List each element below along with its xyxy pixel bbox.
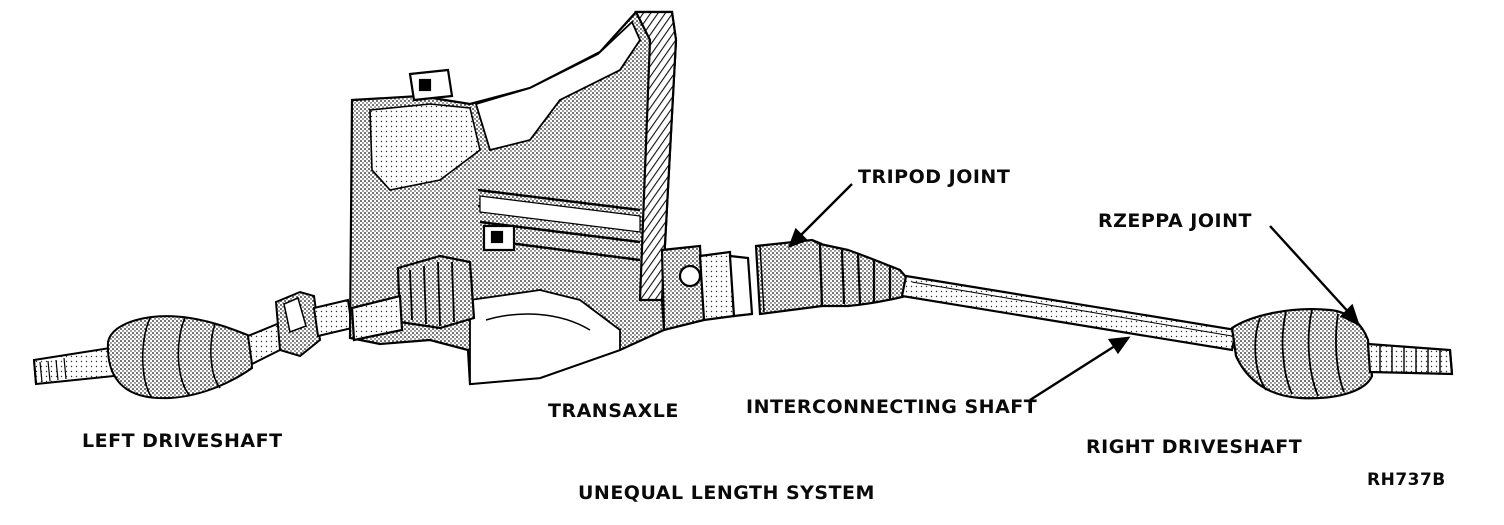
- rzeppa-joint-label: RZEPPA JOINT: [1098, 210, 1252, 232]
- interconnecting-shaft-label: INTERCONNECTING SHAFT: [746, 396, 1038, 418]
- interconnecting-shaft-drawing: [754, 238, 1238, 352]
- interconnecting-leader: [1029, 342, 1119, 402]
- diagram-caption: UNEQUAL LENGTH SYSTEM: [578, 482, 875, 504]
- tripod-joint-label: TRIPOD JOINT: [858, 166, 1011, 188]
- transaxle-label: TRANSAXLE: [548, 400, 679, 422]
- tripod-arrowhead: [787, 227, 809, 249]
- rzeppa-arrowhead: [1339, 303, 1361, 327]
- figure-code: RH737B: [1367, 470, 1446, 490]
- tripod-leader: [797, 183, 853, 239]
- transaxle-drawing: [348, 10, 754, 386]
- rzeppa-joint-drawing: [1230, 308, 1454, 400]
- interconnecting-arrowhead: [1107, 336, 1131, 355]
- left-driveshaft-drawing: [32, 290, 354, 400]
- leader-lines: [787, 183, 1361, 402]
- left-driveshaft-label: LEFT DRIVESHAFT: [82, 430, 283, 452]
- right-driveshaft-label: RIGHT DRIVESHAFT: [1086, 436, 1303, 458]
- rzeppa-leader: [1269, 225, 1353, 317]
